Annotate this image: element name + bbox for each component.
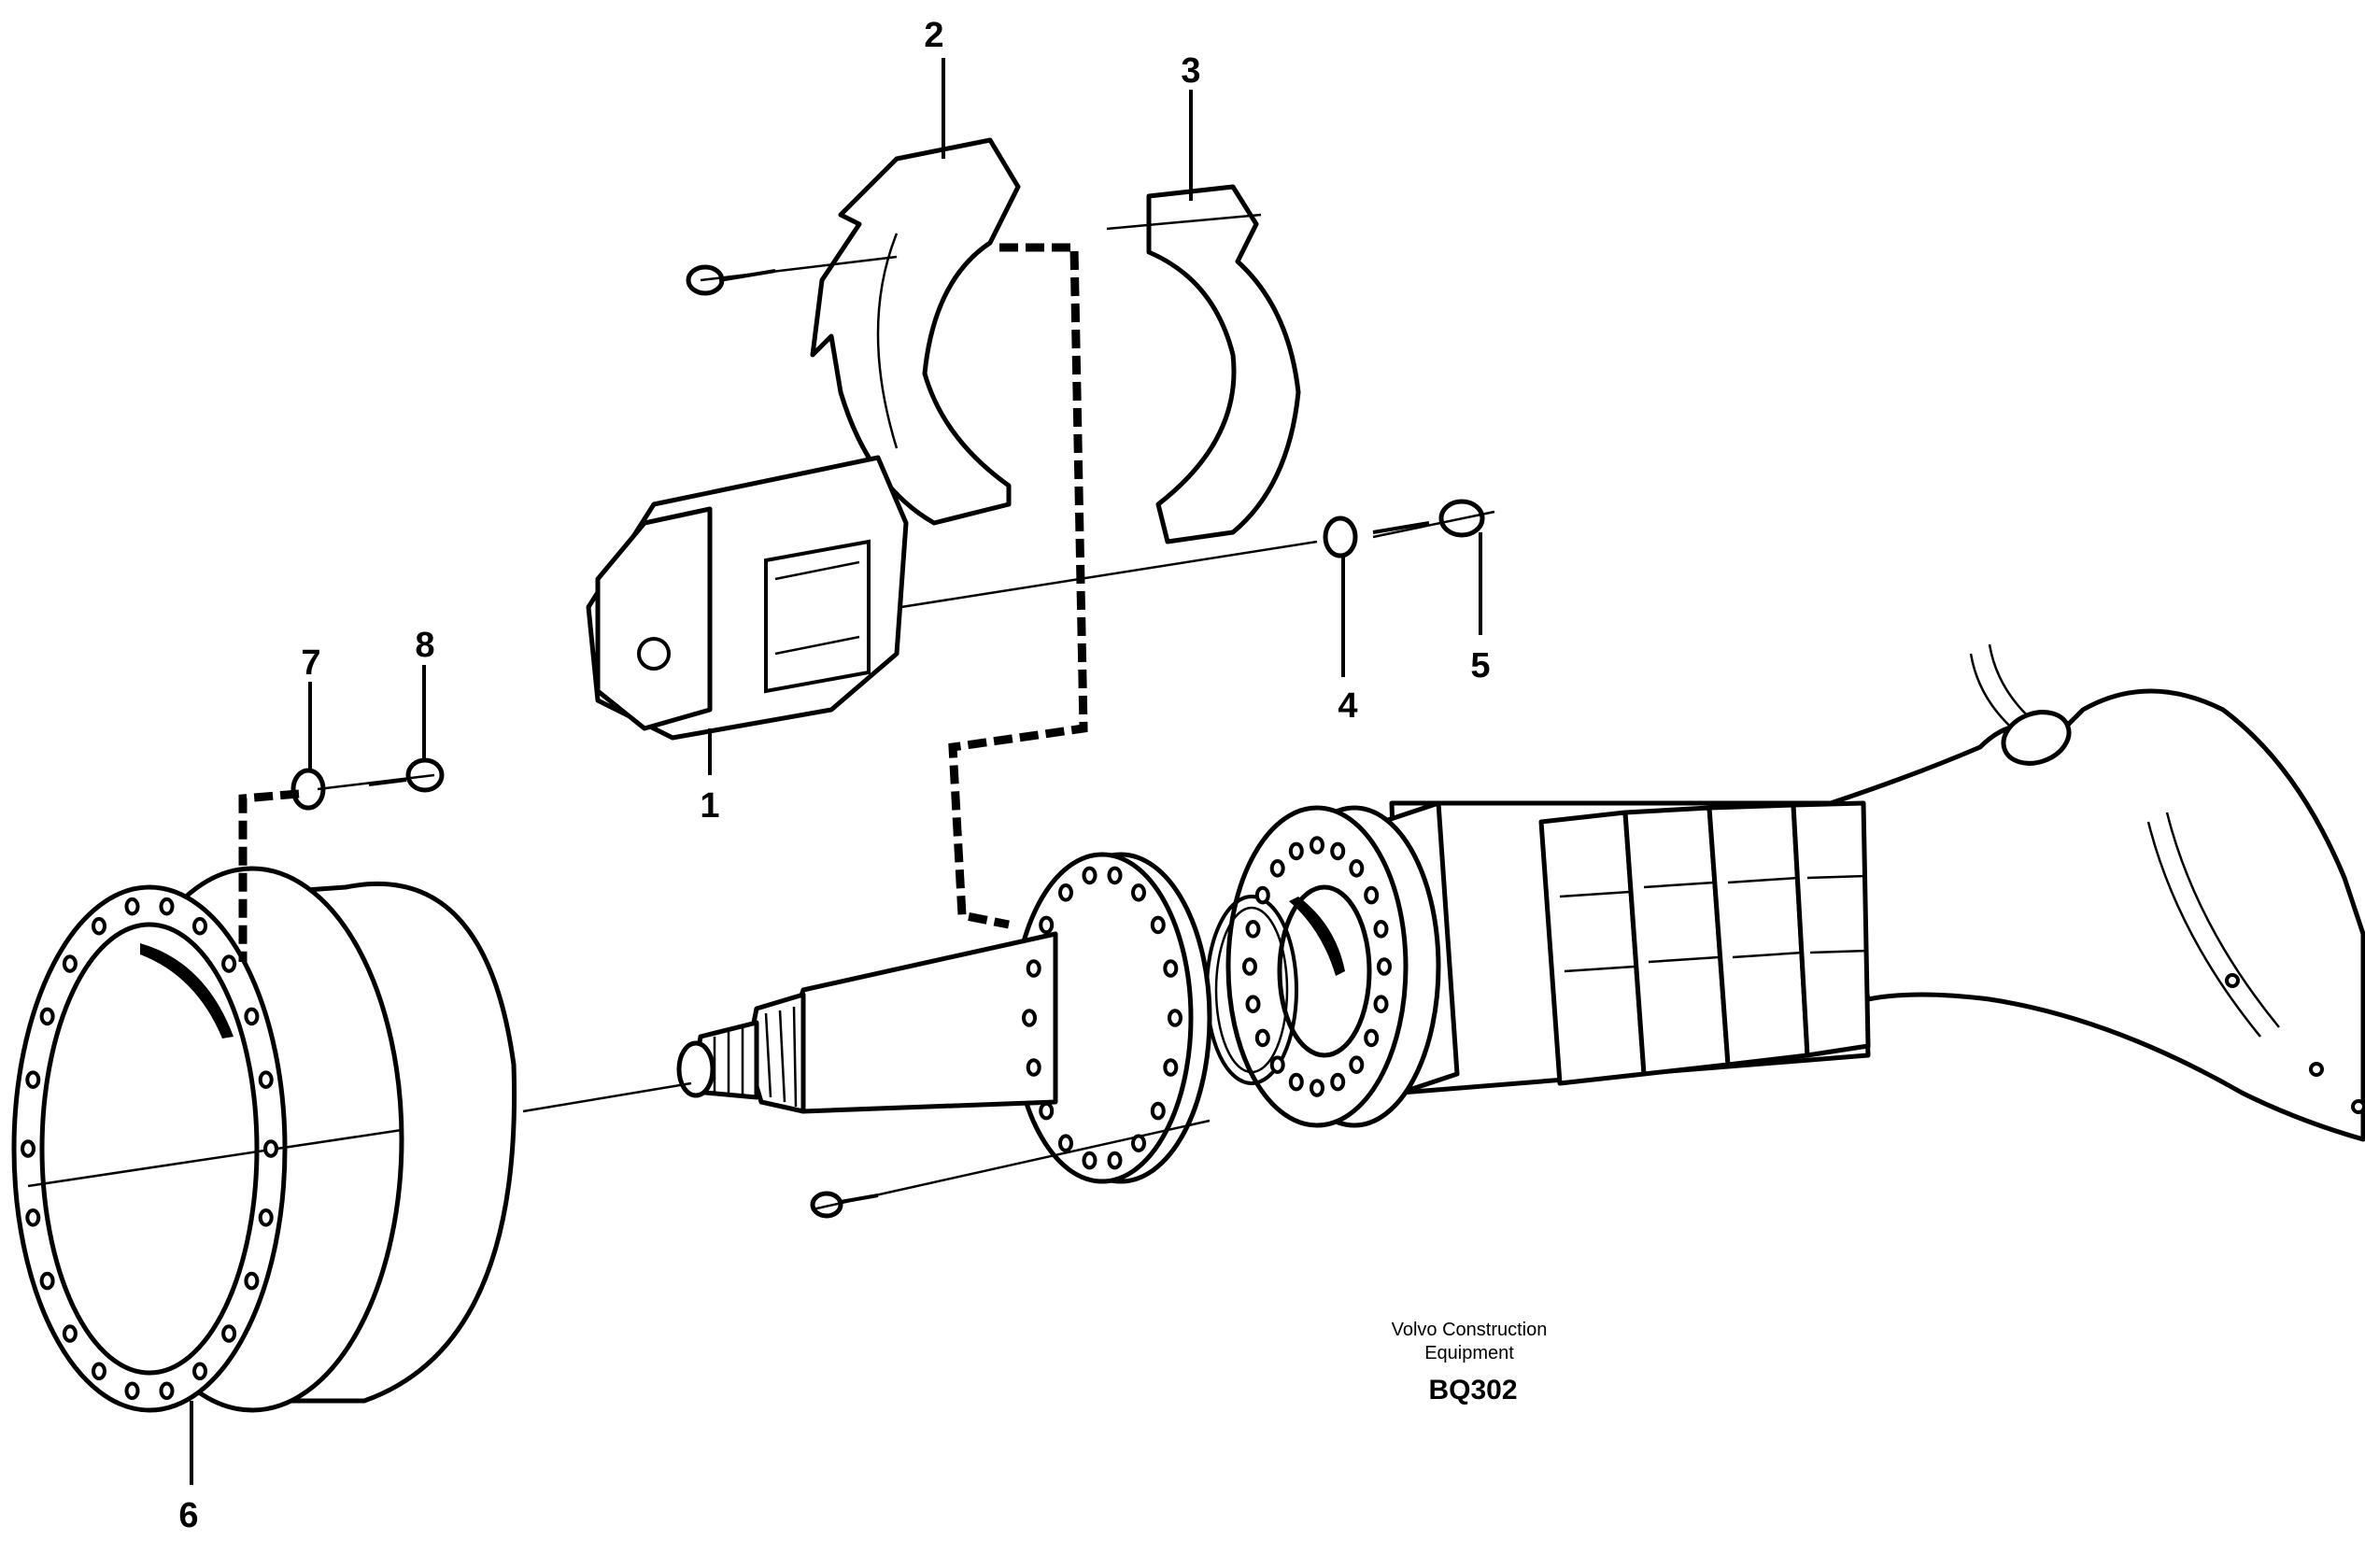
assembly-line [700,255,898,282]
bolt-hole [159,1381,175,1401]
assembly-line [900,540,1318,609]
bolt-hole [92,1362,106,1381]
bolt-hole [1288,1072,1304,1092]
bolt-hole [92,916,106,936]
bolt-hole [1288,841,1304,861]
bolt-hole [1082,866,1098,885]
callout-number-1: 1 [700,786,719,826]
washer [1323,516,1358,558]
bolt-hole [39,1271,55,1291]
bolt-hole [1168,1009,1182,1027]
drawing-code: BQ302 [1428,1375,1517,1406]
bolt-hole [1310,1079,1324,1097]
assembly-line [522,1081,692,1113]
bolt-hole [221,954,237,973]
bolt-hole [1269,1055,1285,1074]
bolt-hole [192,916,207,936]
bolt-hole [1330,1072,1346,1092]
bolt-hole [1364,1028,1380,1048]
bolt-hole [258,1208,274,1227]
callout-number-5: 5 [1470,646,1490,685]
bolt-hole [25,1208,41,1227]
bearing-ring [1225,805,1441,1128]
alignment-dashed-line [948,243,1088,929]
bolt-hole [1163,959,1179,978]
bolt-hole [62,954,78,973]
callout-number-7: 7 [301,643,320,683]
bolt-hole [1245,995,1261,1013]
bolt-hole [1150,1101,1166,1121]
bolt-hole [1310,836,1324,855]
bolt-hole [1026,959,1041,978]
bolt-hole [1082,1151,1098,1170]
bolt-hole [1242,957,1257,976]
bolt-hole [1150,915,1166,935]
bolt-hole [1373,920,1389,939]
bolt-hole [124,897,140,916]
bolt-hole [1254,885,1270,905]
credit-line-1: Volvo Construction [1392,1320,1548,1340]
alignment-dashed-line [238,789,300,962]
brake-disc-hub [11,866,517,1413]
housing-segment [1706,802,1810,1067]
bolt-hole [1131,883,1146,902]
callout-number-6: 6 [178,1496,198,1535]
assembly-line [1372,510,1495,539]
brake-caliper [586,455,909,741]
spindle-flange-bolt-holes [1022,866,1182,1170]
bolt-hole [1058,1134,1073,1152]
bolt-hole [1039,1101,1055,1121]
bolt-hole [221,1324,237,1343]
bolt-hole [1163,1058,1179,1077]
bolt-hole [192,1362,207,1381]
assembly-line [1106,213,1262,231]
bolt-hole [1364,885,1380,905]
bolt-hole [1131,1134,1146,1152]
assembly-line [317,773,435,791]
bolt-hole [244,1007,260,1026]
housing-segment [1791,800,1871,1058]
caliper-bracket-lower [1146,184,1301,544]
callout-number-4: 4 [1338,686,1357,726]
bolt-hole [159,897,175,916]
bolt-hole [62,1324,78,1343]
bolt-hole [1022,1009,1037,1027]
bolt-hole [244,1271,260,1291]
bolt-hole [25,1070,41,1089]
bolt-hole [21,1139,35,1158]
assembly-line [812,1119,1211,1211]
bolt-hole [1107,1151,1123,1170]
disc-bolt-holes [21,897,278,1401]
spindle [676,852,1212,1184]
bolt-hole [1107,866,1123,885]
bolt-hole [1039,915,1055,935]
bearing-bolt-holes [1242,836,1392,1097]
bolt-hole [1058,883,1073,902]
bolt-hole [1254,1028,1270,1048]
bolt-hole [1377,957,1392,976]
bolt-hole [1349,1055,1365,1074]
bolt-hole [258,1070,274,1089]
bolt-hole [124,1381,140,1401]
bolt-hole [263,1139,278,1158]
callout-number-8: 8 [415,626,434,665]
bolt-hole [1026,1058,1041,1077]
bolt-hole [1349,859,1365,878]
bolt-hole [1373,995,1389,1013]
callout-number-3: 3 [1181,51,1200,91]
credit-line-2: Equipment [1424,1343,1514,1363]
bolt-hole [1330,841,1346,861]
bolt-hole [39,1007,55,1026]
bolt-hole [1269,859,1285,878]
bolt-hole [1245,920,1261,939]
axle-housing [1380,643,2365,1142]
callout-number-2: 2 [924,16,943,55]
